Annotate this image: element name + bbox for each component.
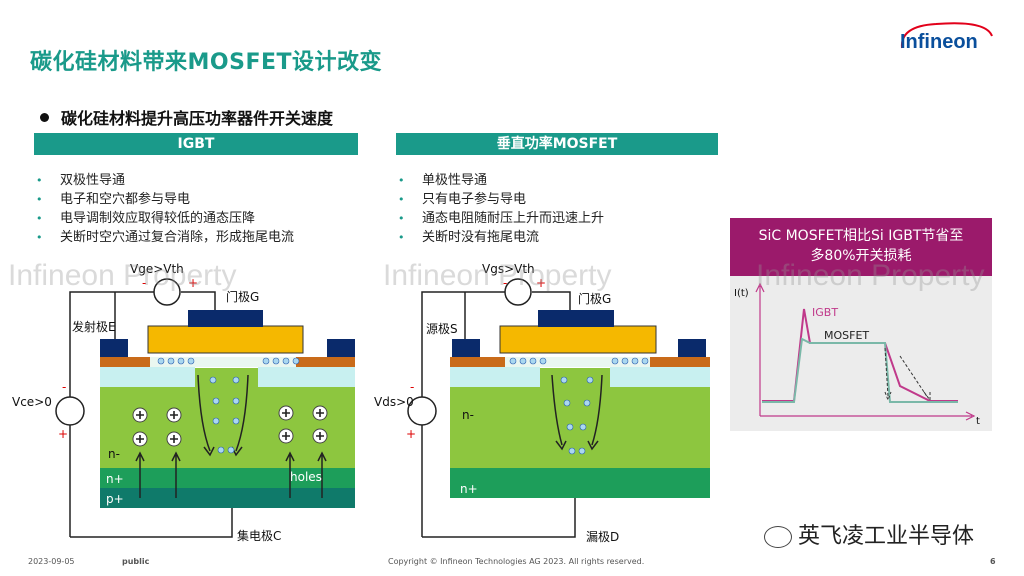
watermark: Infineon Property xyxy=(8,259,237,292)
wechat-account-name: 英飞凌工业半导体 xyxy=(798,524,975,549)
mosfet-vgs-label: Vgs>Vth xyxy=(482,262,535,276)
footer-date: 2023-09-05 xyxy=(28,557,75,566)
igbt-vce-label: Vce>0 xyxy=(12,395,52,409)
mosfet-diagram xyxy=(407,278,710,538)
callout-xlabel: t xyxy=(976,416,980,427)
callout-line1: SiC MOSFET相比Si IGBT节省至 xyxy=(758,228,964,244)
igbt-vce-minus: - xyxy=(62,380,67,394)
mosfet-gate-label: 门极G xyxy=(578,292,612,306)
section-subtitle: 碳化硅材料提升高压功率器件开关速度 xyxy=(61,109,334,128)
mosfet-n-minus-label: n- xyxy=(462,408,474,422)
mosfet-vds-label: Vds>0 xyxy=(374,395,414,409)
igbt-n-minus-label: n- xyxy=(108,447,120,461)
current-waveform-plot xyxy=(755,282,976,421)
wechat-icon xyxy=(764,526,792,548)
igbt-n-plus-layer xyxy=(100,468,355,488)
igbt-bullet-list: 双极性导通 电子和空穴都参与导电 电导调制效应取得较低的通态压降 关断时空穴通过… xyxy=(36,171,366,247)
igbt-emitter-label: 发射极E xyxy=(72,320,116,334)
igbt-bullet: 关断时空穴通过复合消除，形成拖尾电流 xyxy=(36,228,366,247)
footer-copyright: Copyright © Infineon Technologies AG 202… xyxy=(388,557,645,566)
wechat-account: 英飞凌工业半导体 xyxy=(764,518,974,550)
igbt-gate-label: 门极G xyxy=(226,290,260,304)
igbt-bullet: 电导调制效应取得较低的通态压降 xyxy=(36,209,366,228)
igbt-diagram xyxy=(55,278,355,538)
igbt-n-plus-label: n+ xyxy=(106,472,124,486)
comparison-callout: SiC MOSFET相比Si IGBT节省至 多80%开关损耗 I(t) t I… xyxy=(730,218,992,431)
igbt-vge-plus: + xyxy=(188,276,199,290)
mosfet-bullet: 只有电子参与导电 xyxy=(398,190,718,209)
mosfet-source-label: 源极S xyxy=(426,322,458,336)
igbt-p-plus-layer xyxy=(100,488,355,508)
igbt-curve xyxy=(762,308,958,402)
mosfet-series-label: MOSFET xyxy=(824,329,870,342)
mosfet-bullet: 关断时没有拖尾电流 xyxy=(398,228,718,247)
igbt-p-plus-label: p+ xyxy=(106,492,124,506)
watermark: Infineon Property xyxy=(756,259,985,292)
callout-ylabel: I(t) xyxy=(734,288,749,299)
mosfet-vgs-minus: - xyxy=(503,276,508,290)
igbt-vce-plus: + xyxy=(58,427,69,441)
igbt-bullet: 电子和空穴都参与导电 xyxy=(36,190,366,209)
igbt-holes-label: holes xyxy=(290,470,322,484)
igbt-vge-label: Vge>Vth xyxy=(130,262,184,276)
mosfet-drain-label: 漏极D xyxy=(586,530,620,544)
mosfet-vgs-plus: + xyxy=(536,276,547,290)
infineon-logo: Infineon xyxy=(896,18,996,58)
watermark: Infineon Property xyxy=(383,259,612,292)
mosfet-bullet: 通态电阻随耐压上升而迅速上升 xyxy=(398,209,718,228)
igbt-bullet: 双极性导通 xyxy=(36,171,366,190)
mosfet-header: 垂直功率MOSFET xyxy=(396,133,718,155)
footer-classification: public xyxy=(122,557,150,566)
section-bullet: 碳化硅材料提升高压功率器件开关速度 xyxy=(40,105,333,129)
callout-header: SiC MOSFET相比Si IGBT节省至 多80%开关损耗 xyxy=(730,218,992,276)
callout-line2: 多80%开关损耗 xyxy=(810,248,912,264)
mosfet-bullet-list: 单极性导通 只有电子参与导电 通态电阻随耐压上升而迅速上升 关断时没有拖尾电流 xyxy=(398,171,718,247)
mosfet-n-plus-label: n+ xyxy=(460,482,478,496)
page-title: 碳化硅材料带来MOSFET设计改变 xyxy=(30,50,383,75)
igbt-header: IGBT xyxy=(34,133,358,155)
igbt-series-label: IGBT xyxy=(812,306,839,319)
logo-text: Infineon xyxy=(900,31,978,53)
igbt-vge-minus: - xyxy=(142,276,147,290)
mosfet-bullet: 单极性导通 xyxy=(398,171,718,190)
mosfet-vds-plus: + xyxy=(406,427,417,441)
page-number: 6 xyxy=(990,557,996,566)
mosfet-curve xyxy=(762,337,958,403)
mosfet-n-plus-layer xyxy=(450,468,710,498)
mosfet-vds-minus: - xyxy=(410,380,415,394)
igbt-collector-label: 集电极C xyxy=(237,529,282,543)
